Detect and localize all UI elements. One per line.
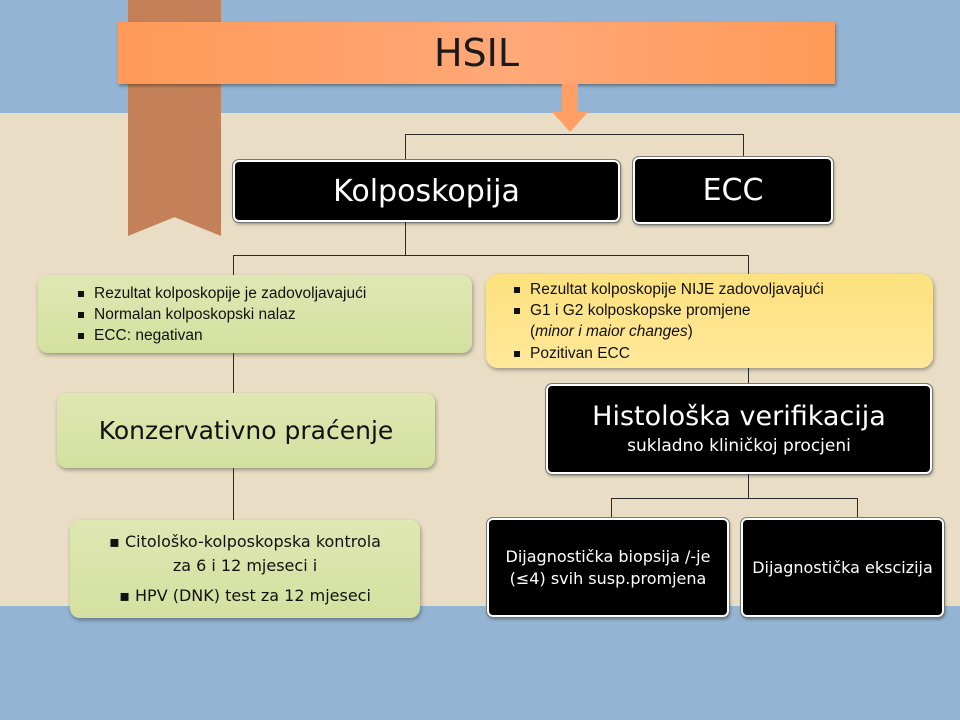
- unsatisfactory-conditions-box: Rezultat kolposkopije NIJE zadovoljavaju…: [486, 274, 933, 368]
- ecc-label: ECC: [702, 173, 764, 208]
- satisfactory-conditions-box: Rezultat kolposkopije je zadovoljavajući…: [38, 275, 472, 353]
- connector-line: [743, 134, 744, 156]
- connector-line: [233, 255, 234, 277]
- connector-line: [233, 468, 234, 520]
- connector-line: [233, 255, 749, 256]
- ecc-box: ECC: [632, 156, 834, 225]
- list-item: Pozitivan ECC: [510, 343, 933, 364]
- down-arrow-icon: [552, 84, 588, 132]
- biopsy-box: Dijagnostička biopsija /-je (≤4) svih su…: [486, 517, 730, 618]
- unsatisfactory-conditions-list-cont: Pozitivan ECC: [510, 343, 933, 364]
- conservative-followup-label: Konzervativno praćenje: [98, 416, 394, 445]
- followup-line-2: za 6 i 12 mjeseci i: [172, 556, 318, 575]
- histology-subtitle: sukladno kliničkoj procjeni: [627, 436, 851, 456]
- italic-note: minor i maior changes: [535, 323, 688, 340]
- list-item: ECC: negativan: [74, 325, 472, 346]
- biopsy-line-2: (≤4) svih susp.promjena: [509, 568, 707, 588]
- connector-line: [748, 255, 749, 277]
- satisfactory-conditions-list: Rezultat kolposkopije je zadovoljavajući…: [74, 283, 472, 346]
- connector-line: [748, 368, 749, 384]
- list-item: Normalan kolposkopski nalaz: [74, 304, 472, 325]
- list-item: Rezultat kolposkopije NIJE zadovoljavaju…: [510, 279, 933, 300]
- background-band-bottom: [0, 606, 960, 720]
- unsatisfactory-conditions-list: Rezultat kolposkopije NIJE zadovoljavaju…: [510, 279, 933, 321]
- followup-details-box: ▪ Citološko-kolposkopska kontrola za 6 i…: [70, 520, 420, 618]
- list-item: Rezultat kolposkopije je zadovoljavajući: [74, 283, 472, 304]
- followup-line-1: ▪ Citološko-kolposkopska kontrola: [109, 532, 381, 551]
- biopsy-line-1: Dijagnostička biopsija /-je: [505, 546, 711, 566]
- excision-box: Dijagnostička ekscizija: [740, 517, 945, 618]
- title-banner: HSIL: [118, 22, 835, 84]
- connector-line: [405, 222, 406, 255]
- histology-box: Histološka verifikacija sukladno kliničk…: [545, 383, 933, 475]
- connector-line: [611, 498, 858, 499]
- list-item: G1 i G2 kolposkopske promjene: [510, 300, 933, 321]
- kolposkopija-box: Kolposkopija: [232, 159, 621, 223]
- histology-title: Histološka verifikacija: [592, 401, 886, 432]
- connector-line: [233, 353, 234, 393]
- kolposkopija-label: Kolposkopija: [333, 173, 520, 209]
- conservative-followup-box: Konzervativno praćenje: [57, 393, 435, 468]
- connector-line: [857, 498, 858, 518]
- followup-line-3: ▪ HPV (DNK) test za 12 mjeseci: [119, 586, 371, 605]
- slide-title: HSIL: [433, 31, 520, 75]
- connector-line: [405, 134, 743, 135]
- excision-label: Dijagnostička ekscizija: [752, 558, 933, 577]
- connector-line: [611, 498, 612, 518]
- connector-line: [748, 474, 749, 498]
- connector-line: [405, 134, 406, 162]
- list-item-continuation: (minor i maior changes): [530, 323, 693, 340]
